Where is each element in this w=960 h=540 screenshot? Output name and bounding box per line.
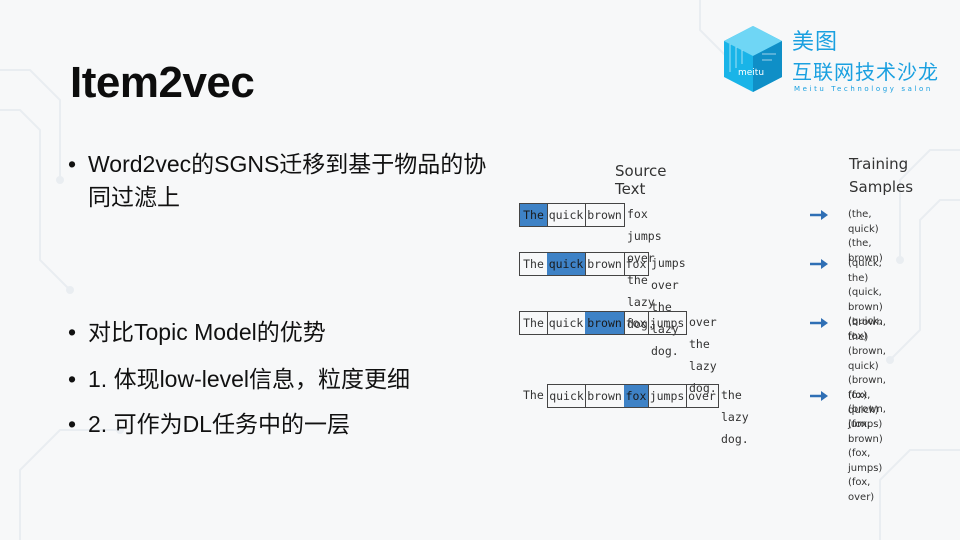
sample-pair: (fox, quick): [848, 390, 879, 416]
training-samples: (the, quick) (the, brown): [848, 208, 883, 266]
bullet-text: Word2vec的SGNS迁移到基于物品的协同过滤上: [88, 151, 487, 210]
sample-pair: (quick, brown): [848, 287, 883, 313]
sample-pair: (fox, brown): [848, 419, 883, 445]
sample-pair: (brown, quick): [848, 346, 886, 372]
context-word: brown: [585, 252, 625, 276]
training-samples: (brown, the) (brown, quick) (brown, fox)…: [848, 316, 886, 432]
sample-pair: (brown, fox): [848, 375, 886, 401]
context-word: fox: [624, 252, 649, 276]
bullet-text: 1. 体现low-level信息，粒度更细: [88, 366, 411, 392]
training-samples: (fox, quick) (fox, brown) (fox, jumps) (…: [848, 389, 883, 505]
sample-pair: (brown, jumps): [848, 404, 886, 430]
context-word: The: [519, 311, 548, 335]
context-word: quick: [547, 384, 586, 408]
slide-title: Item2vec: [70, 58, 255, 107]
bullet-item: • Word2vec的SGNS迁移到基于物品的协同过滤上: [68, 148, 508, 214]
sample-pair: (the, brown): [848, 238, 883, 264]
sample-pair: (fox, jumps): [848, 448, 883, 474]
context-word: quick: [547, 203, 586, 227]
center-word: quick: [547, 252, 586, 276]
cube-logo-icon: [724, 26, 782, 92]
leading-text: The: [523, 388, 544, 402]
training-header-line1: Training: [849, 155, 909, 173]
bullet-item: • 1. 体现low-level信息，粒度更细: [68, 363, 508, 396]
sample-pair: (quick, fox): [848, 316, 882, 342]
remaining-text: over the lazy dog.: [689, 315, 717, 395]
bullet-dot: •: [68, 151, 77, 177]
sample-pair: (the, quick): [848, 209, 879, 235]
sample-pair: (fox, over): [848, 477, 875, 503]
sample-pair: (quick, the): [848, 258, 882, 284]
context-word: jumps: [648, 311, 687, 335]
arrow-right-icon: [810, 318, 828, 328]
source-text-header: Source Text: [615, 162, 667, 198]
training-samples: (quick, the) (quick, brown) (quick, fox): [848, 257, 883, 344]
logo-english: Meitu Technology salon: [794, 85, 933, 93]
bullet-item: • 2. 可作为DL任务中的一层: [68, 408, 508, 441]
remaining-text: the lazy dog.: [721, 388, 749, 446]
center-word: The: [519, 203, 548, 227]
context-word: jumps: [648, 384, 687, 408]
context-word: over: [686, 384, 719, 408]
arrow-right-icon: [810, 391, 828, 401]
arrow-right-icon: [810, 259, 828, 269]
remaining-text: jumps over the lazy dog.: [651, 256, 686, 358]
context-word: quick: [547, 311, 586, 335]
logo-subtitle: 互联网技术沙龙: [792, 60, 939, 84]
context-word: brown: [585, 203, 625, 227]
center-word: brown: [585, 311, 625, 335]
training-header-line2: Samples: [849, 178, 914, 196]
arrow-right-icon: [810, 210, 828, 220]
center-word: fox: [624, 384, 649, 408]
logo-cube-text: meitu: [738, 68, 765, 78]
bullet-dot: •: [68, 366, 77, 392]
bullet-item: • 对比Topic Model的优势: [68, 316, 508, 349]
context-word: The: [519, 252, 548, 276]
remaining-text: fox jumps over the lazy dog.: [627, 207, 662, 331]
context-word: brown: [585, 384, 625, 408]
bullet-text: 2. 可作为DL任务中的一层: [88, 411, 350, 437]
logo-title: 美图: [792, 30, 839, 55]
bullet-dot: •: [68, 319, 77, 345]
bullet-text: 对比Topic Model的优势: [88, 319, 326, 345]
context-word: fox: [624, 311, 649, 335]
bullet-dot: •: [68, 411, 77, 437]
sample-pair: (brown, the): [848, 317, 886, 343]
meitu-logo: meitu 美图 互联网技术沙龙 Meitu Technology salon: [722, 24, 942, 104]
